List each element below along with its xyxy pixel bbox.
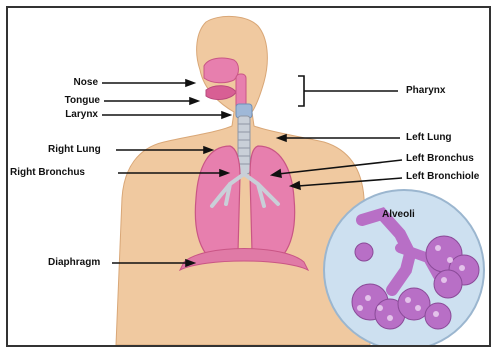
label-left-lung: Left Lung xyxy=(406,132,452,144)
label-diaphragm: Diaphragm xyxy=(48,257,100,269)
nasal-cavity xyxy=(204,58,239,83)
label-nose: Nose xyxy=(48,77,98,89)
label-tongue: Tongue xyxy=(48,95,100,107)
label-left-bronchiole: Left Bronchiole xyxy=(406,171,489,183)
label-alveoli: Alveoli xyxy=(382,209,415,221)
diagram-frame: Nose Tongue Larynx Right Lung Right Bron… xyxy=(6,6,491,347)
label-larynx: Larynx xyxy=(48,109,98,121)
label-left-bronchus: Left Bronchus xyxy=(406,153,474,165)
label-right-bronchus: Right Bronchus xyxy=(10,167,85,179)
label-right-lung: Right Lung xyxy=(48,144,101,156)
label-pharynx: Pharynx xyxy=(406,85,445,97)
